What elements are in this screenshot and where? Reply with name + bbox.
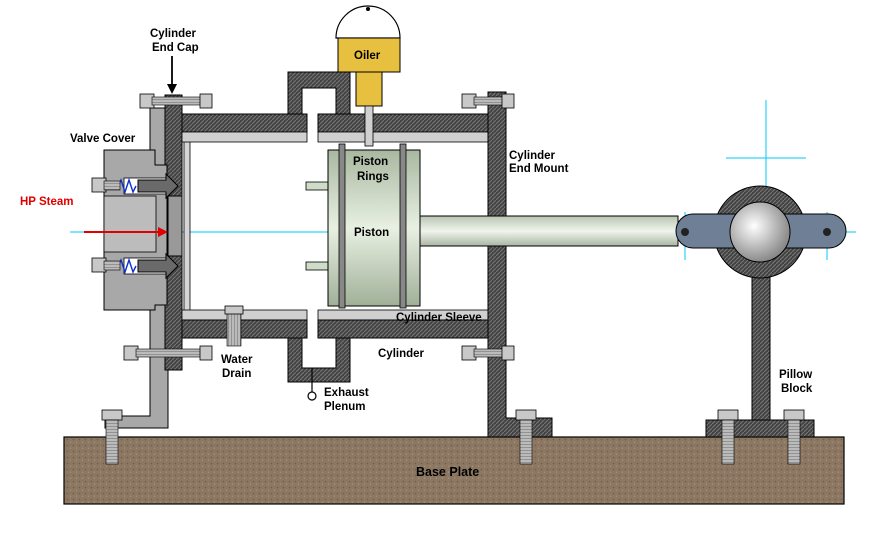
valve-cover bbox=[103, 149, 168, 311]
base-plate bbox=[63, 436, 845, 505]
label-piston-rings-1: Piston bbox=[353, 156, 388, 168]
cylinder-bottom-wall bbox=[181, 309, 489, 401]
hp-steam-arrow bbox=[84, 227, 168, 237]
water-drain bbox=[224, 305, 244, 347]
oiler bbox=[335, 5, 401, 147]
top-bolts bbox=[139, 93, 515, 109]
label-pillow-block-2: Block bbox=[781, 383, 813, 395]
label-pillow-block-1: Pillow bbox=[779, 369, 812, 381]
label-water-drain-2: Drain bbox=[222, 368, 251, 380]
end-cap-pointer bbox=[167, 56, 177, 94]
label-cylinder-sleeve: Cylinder Sleeve bbox=[396, 312, 482, 324]
label-water-drain-1: Water bbox=[221, 354, 253, 366]
label-cylinder-end-mount-2: End Mount bbox=[509, 163, 569, 175]
pillow-block bbox=[675, 185, 847, 438]
label-cylinder-end-cap-1: Cylinder bbox=[150, 28, 197, 40]
valve-springs bbox=[117, 177, 137, 275]
label-valve-cover: Valve Cover bbox=[70, 133, 136, 145]
bottom-bolts bbox=[123, 345, 515, 361]
label-piston-rings-2: Rings bbox=[357, 171, 389, 183]
label-oiler: Oiler bbox=[354, 50, 381, 62]
label-cylinder-end-mount-1: Cylinder bbox=[509, 150, 556, 162]
label-hp-steam: HP Steam bbox=[20, 196, 73, 208]
label-base-plate: Base Plate bbox=[416, 465, 479, 479]
label-exhaust-plenum-2: Plenum bbox=[324, 401, 366, 413]
valve-bolts bbox=[91, 177, 121, 273]
piston bbox=[305, 143, 679, 309]
label-cylinder-end-cap-2: End Cap bbox=[152, 42, 199, 54]
cylinder-top-wall bbox=[181, 71, 489, 143]
label-cylinder: Cylinder bbox=[378, 348, 425, 360]
label-exhaust-plenum-1: Exhaust bbox=[324, 387, 369, 399]
label-piston: Piston bbox=[354, 227, 389, 239]
inlet-valves bbox=[137, 172, 183, 280]
base-bolts bbox=[101, 409, 805, 465]
cylinder-end-mount bbox=[487, 91, 553, 438]
